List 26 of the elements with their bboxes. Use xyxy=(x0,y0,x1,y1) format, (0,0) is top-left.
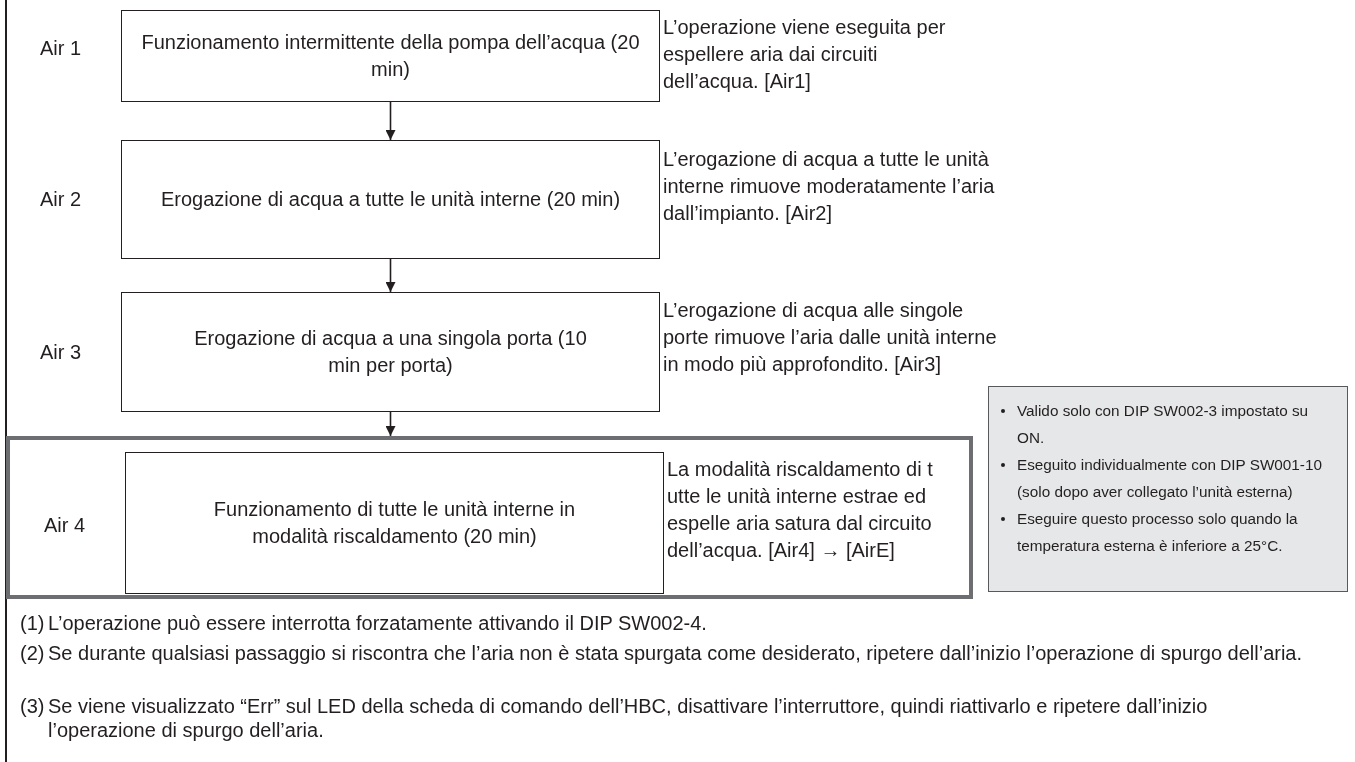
note-number: (1) xyxy=(20,611,45,635)
arrow xyxy=(385,411,396,437)
step-description: La modalità riscaldamento di t utte le unità interne estrae ed espelle aria satura dal circuito dell’acqua. [Air4] → [AirE] xyxy=(667,457,934,563)
footnote-text: L’operazione può essere interrotta forzatamente attivando il DIP SW002-4. xyxy=(48,611,708,635)
step-label: Air 2 xyxy=(40,187,82,212)
footnote-text: Se durante qualsiasi passaggio si riscontra che l’aria non è stata spurgata come desiderato, ripetere dall’inizio l’operazione di spurgo dell’aria. xyxy=(48,641,1304,665)
arrow xyxy=(385,258,396,293)
step-description: L’erogazione di acqua a tutte le unità interne rimuove moderatamente l’aria dall’impianto. [Air2] xyxy=(663,147,996,226)
note-number: (3) xyxy=(20,694,45,718)
process-box: Funzionamento di tutte le unità interne in modalità riscaldamento (20 min) xyxy=(125,452,664,594)
step-description: L’operazione viene eseguita per espellere aria dai circuiti dell’acqua. [Air1] xyxy=(663,15,947,94)
highlight-frame xyxy=(6,436,973,599)
step-label: Air 4 xyxy=(44,513,86,538)
note-item: Eseguito individualmente con DIP SW001-10 (solo dopo aver collegato l’unità esterna) xyxy=(1017,456,1322,500)
process-box: Erogazione di acqua a tutte le unità interne (20 min) xyxy=(121,140,660,259)
note-box xyxy=(988,386,1348,592)
note-item: Eseguire questo processo solo quando la temperatura esterna è inferiore a 25°C. xyxy=(1017,510,1298,554)
footnote-text: Se viene visualizzato “Err” sul LED della scheda di comando dell’HBC, disattivare l’interruttore, quindi riattivarlo e ripetere dall’inizio l’operazione di spurgo dell’aria. xyxy=(48,694,1209,742)
step-label: Air 1 xyxy=(40,36,82,61)
step-description: L’erogazione di acqua alle singole porte rimuove l’aria dalle unità interne in modo più approfondito. [Air3] xyxy=(663,298,998,377)
step-label: Air 3 xyxy=(40,340,82,365)
note-item: Valido solo con DIP SW002-3 impostato su ON. xyxy=(1017,402,1309,446)
note-number: (2) xyxy=(20,641,45,665)
process-box: Funzionamento intermittente della pompa dell’acqua (20 min) xyxy=(121,10,660,102)
arrow xyxy=(385,101,396,141)
process-box: Erogazione di acqua a una singola porta (10 min per porta) xyxy=(121,292,660,412)
